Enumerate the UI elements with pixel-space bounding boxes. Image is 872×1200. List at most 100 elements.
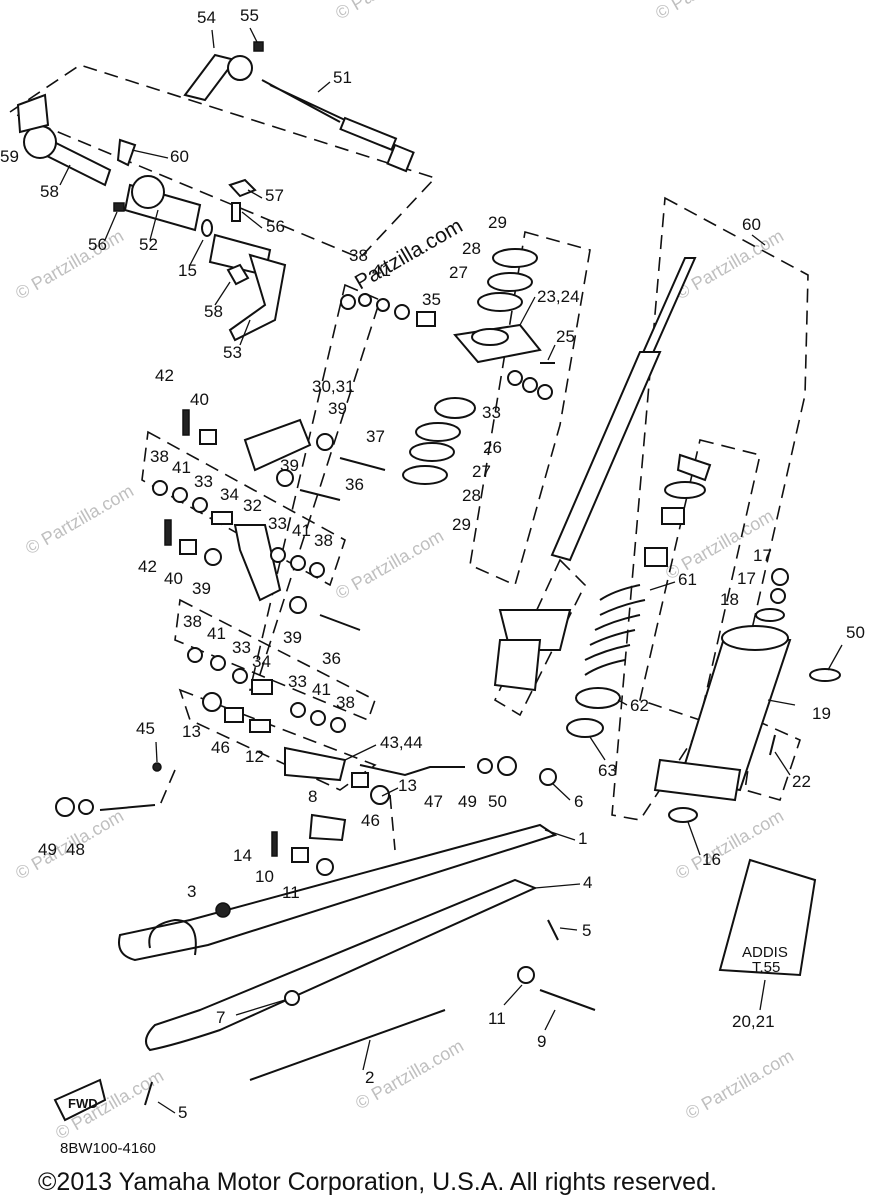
leader-line [235,999,286,1016]
callout-29: 29 [488,213,507,232]
washer-39c [276,469,294,487]
callout-27: 27 [472,462,491,481]
callout-12: 12 [245,747,264,766]
nut-3 [215,902,231,918]
spring-seat-64 [566,718,604,738]
washer-33e [394,304,410,320]
steering-shaft-box [8,64,437,259]
ski-mount-box [178,688,377,791]
bolt-22-box [744,718,801,801]
collar-10 [291,847,309,863]
callout-59: 58 [40,182,59,201]
spindle-bracket-43-44 [284,746,347,782]
callout-3: 3 [187,882,196,901]
callout-36: 36 [345,475,364,494]
nut-7 [284,990,300,1006]
shock-tube [550,351,662,562]
callout-46: 46 [361,811,380,830]
leader-line [344,744,377,761]
diagram-code: 8BW100-4160 [60,1140,156,1157]
bolt-5 [547,919,559,941]
washer-38c [187,647,203,663]
nut-50b [55,797,75,817]
watermark: © Partzilla.com [652,0,767,23]
can-20-21 [718,858,817,977]
leader-line [547,344,556,361]
callout-42: 42 [155,366,174,385]
bolt-22 [769,734,776,756]
pin-42 [182,409,190,436]
callout-16: 16 [702,850,721,869]
callout-30-31: 30,31 [312,377,355,396]
leader-line [827,644,843,671]
coil-spring-62 [584,584,646,676]
washer-11b [517,966,535,984]
callout-54: 53 [223,343,242,362]
callout-41: 41 [372,261,391,280]
bump-stop [661,507,685,525]
callout-52: 51 [333,68,352,87]
leader-line [503,984,523,1006]
pin-57 [231,202,241,222]
watermark: © Partzilla.com [22,480,137,558]
callout-38: 38 [150,447,169,466]
callout-41: 41 [292,521,311,540]
washer-41e [376,298,390,312]
copyright-notice: ©2013 Yamaha Motor Corporation, U.S.A. A… [38,1168,717,1196]
washer-38 [152,480,168,496]
upper-link-box [141,430,346,587]
ring-28 [487,272,533,292]
washer-49b [78,799,94,815]
washer-33d [290,702,306,718]
callout-34: 34 [220,485,239,504]
washer-41f [522,377,538,393]
washer-41b [290,555,306,571]
shock-rod [640,257,697,356]
washer-6 [539,768,557,786]
callout-64: 63 [598,761,617,780]
collar-40b [179,539,197,555]
callout-34: 34 [252,652,271,671]
callout-25: 25 [556,327,575,346]
leader-line [239,319,251,346]
washer-41 [172,487,188,503]
callout-9: 9 [537,1032,546,1051]
grease-nipple-45 [152,762,162,772]
can-label: ADDIS [742,944,788,961]
collar-40 [199,429,217,445]
leader-line [544,829,576,841]
leader-line [211,29,215,49]
washer-39b [316,433,334,451]
leader-line [759,979,766,1011]
watermark: © Partzilla.com [682,1045,797,1123]
watermark: © Partzilla.com [12,225,127,303]
washer-38d [330,717,346,733]
callout-50: 49 [38,840,57,859]
callout-5: 5 [582,921,591,940]
callout-14: 14 [233,846,252,865]
leader-lines [59,27,843,1114]
callout-17: 17 [737,569,756,588]
callout-56: 56 [88,235,107,254]
washer-38b [309,562,325,578]
callout-41: 41 [172,458,191,477]
callout-63: 62 [630,696,649,715]
spindle-body [493,639,542,692]
leader-line [381,787,399,797]
bushing-13b [370,785,390,805]
washer-38f [537,384,553,400]
washer-11 [316,858,334,876]
ski-4 [145,878,538,1052]
washer-33f [507,370,523,386]
watermark: © Partzilla.com [332,525,447,603]
leader-line [131,149,169,159]
callout-37: 37 [366,427,385,446]
bolt-36b [319,614,361,631]
ring-27b [415,422,461,442]
callout-11: 11 [488,1009,506,1028]
callout-33: 33 [482,403,501,422]
tie-rod-end [339,116,398,152]
callout-36: 36 [322,649,341,668]
callout-49: 48 [66,840,85,859]
